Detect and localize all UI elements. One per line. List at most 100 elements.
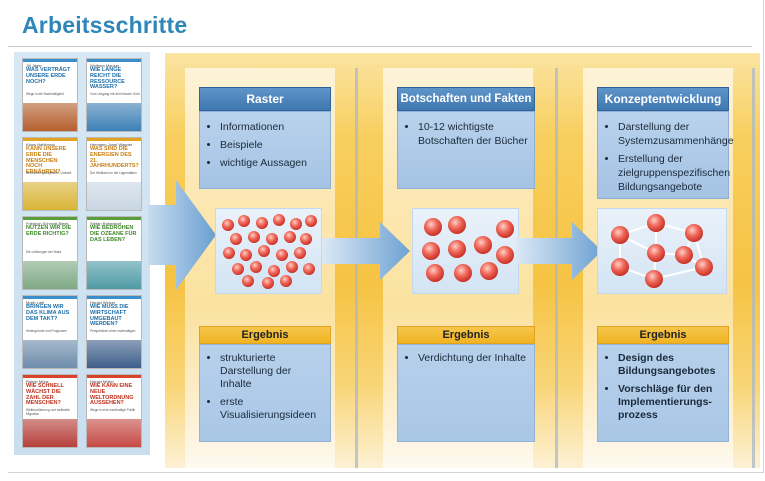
- book-cover-image: [23, 419, 77, 447]
- dot-icon: [474, 236, 492, 254]
- book-cover: Jill JägerWas verträgt unsere Erde noch?…: [22, 58, 78, 132]
- konzept-result-item: Design des Bildungsangebotes: [618, 352, 722, 378]
- book-cover-image: [87, 419, 141, 447]
- dot-icon: [268, 265, 280, 277]
- botschaften-box: 10-12 wichtigste Botschaften der Bücher: [397, 111, 535, 189]
- book-cover-image: [87, 340, 141, 368]
- dot-icon: [248, 231, 260, 243]
- column-divider: [752, 68, 755, 468]
- book-author: Jill Jäger: [26, 63, 42, 68]
- column-divider: [555, 68, 558, 468]
- book-subtitle: Bevölkerungsexplosion, Umwelt: [26, 171, 72, 175]
- book-title: Wie lange reicht die Ressource Wasser?: [90, 67, 125, 91]
- raster-item: Beispiele: [220, 138, 324, 152]
- dot-icon: [258, 245, 270, 257]
- book-cover: Klaus HahlbrockKann unsere Erde die Mens…: [22, 137, 78, 211]
- book-title: Bringen wir das Klima aus dem Takt?: [26, 304, 70, 322]
- dot-icon: [266, 233, 278, 245]
- raster-header: Raster: [199, 87, 331, 111]
- dot-icon: [611, 258, 629, 276]
- dot-icon: [286, 261, 298, 273]
- book-author: Hermann-Josef Wagner: [90, 142, 133, 147]
- book-cover-image: [23, 182, 77, 210]
- arrow-right-icon: [516, 222, 602, 280]
- dot-icon: [290, 218, 302, 230]
- dot-icon: [242, 275, 254, 287]
- dot-icon: [276, 249, 288, 261]
- dot-icon: [426, 264, 444, 282]
- column-divider: [355, 68, 358, 468]
- konzept-visual: [597, 208, 727, 294]
- book-cover: Mojib LatifBringen wir das Klima aus dem…: [22, 295, 78, 369]
- dot-icon: [647, 214, 665, 232]
- dot-icon: [454, 264, 472, 282]
- book-cover: Rainer MünzWie schnell wächst die Zahl d…: [22, 374, 78, 448]
- raster-box: Informationen Beispiele wichtige Aussage…: [199, 111, 331, 189]
- raster-result-box: strukturierte Darstellung der Inhalte er…: [199, 344, 331, 442]
- book-subtitle: Wege in die Nachhaltigkeit: [26, 92, 64, 96]
- dot-icon: [280, 275, 292, 287]
- book-title: Wie bedrohen die Ozeane für das Leben?: [90, 225, 137, 243]
- dot-icon: [647, 244, 665, 262]
- botschaften-item: 10-12 wichtigste Botschaften der Bücher: [418, 120, 528, 148]
- konzept-result-item: Vorschläge für den Implementierungs-proz…: [618, 383, 722, 422]
- botschaften-visual: [412, 208, 519, 294]
- dot-icon: [611, 226, 629, 244]
- scattered-dots-icon: [222, 214, 317, 289]
- page-frame: [8, 0, 764, 473]
- book-cover-image: [23, 261, 77, 289]
- konzept-header: Konzeptentwicklung: [597, 87, 729, 111]
- dot-icon: [240, 249, 252, 261]
- dot-icon: [294, 247, 306, 259]
- book-color-bar: [23, 138, 77, 141]
- dot-icon: [305, 215, 317, 227]
- book-cover: Wolfram MauserWie lange reicht die Resso…: [86, 58, 142, 132]
- book-author: Stefan Rahmstorf: [90, 221, 122, 226]
- dot-icon: [695, 258, 713, 276]
- book-cover-image: [23, 340, 77, 368]
- raster-result-header: Ergebnis: [199, 326, 331, 344]
- book-subtitle: Die Leistungen der Natur: [26, 250, 62, 254]
- book-subtitle: Perspektiven einer nachhaltigen: [90, 329, 136, 333]
- book-author: Harald Welzer: [90, 300, 116, 305]
- konzept-item: Darstellung der Systemzusammenhänge: [618, 120, 734, 148]
- konzept-result-header: Ergebnis: [597, 326, 729, 344]
- book-color-bar: [23, 296, 77, 299]
- dot-icon: [645, 270, 663, 288]
- dot-icon: [273, 214, 285, 226]
- network-icon: [611, 214, 713, 288]
- book-cover-image: [87, 261, 141, 289]
- dot-icon: [238, 215, 250, 227]
- dot-icon: [448, 240, 466, 258]
- book-color-bar: [23, 59, 77, 62]
- book-author: Wolfram Mauser: [90, 63, 120, 68]
- book-color-bar: [87, 296, 141, 299]
- raster-visual: [215, 208, 322, 294]
- book-cover: Friedrich Schmidt-BleekNutzen wir die Er…: [22, 216, 78, 290]
- book-color-bar: [87, 138, 141, 141]
- book-cover: Harald WelzerWie muss die Wirtschaft umg…: [86, 295, 142, 369]
- botschaften-result-header: Ergebnis: [397, 326, 535, 344]
- title-divider: [8, 46, 752, 47]
- book-title: Nutzen wir die Erde richtig?: [26, 225, 72, 237]
- raster-result-item: strukturierte Darstellung der Inhalte: [220, 352, 324, 391]
- dot-icon: [256, 217, 268, 229]
- dot-icon: [424, 218, 442, 236]
- book-color-bar: [23, 375, 77, 378]
- book-subtitle: Der Wettlauf um die Lagerstätten: [90, 171, 137, 175]
- konzept-item: Erstellung der zielgruppenspezifischen B…: [618, 152, 730, 194]
- dot-icon: [262, 277, 274, 289]
- botschaften-result-item: Verdichtung der Inhalte: [418, 352, 528, 365]
- book-color-bar: [23, 217, 77, 220]
- dot-icon: [303, 263, 315, 275]
- dot-icon: [480, 262, 498, 280]
- book-cover: Stefan RahmstorfWie bedrohen die Ozeane …: [86, 216, 142, 290]
- book-author: Rainer Münz: [26, 379, 49, 384]
- book-author: Friedrich Schmidt-Bleek: [26, 221, 69, 226]
- dot-icon: [448, 216, 466, 234]
- dot-icon: [675, 246, 693, 264]
- book-title: Wie kann eine neue Weltordnung aussehen?: [90, 383, 134, 407]
- book-title: Was verträgt unsere Erde noch?: [26, 67, 71, 85]
- book-cover: Harald MüllerWie kann eine neue Weltordn…: [86, 374, 142, 448]
- book-cover-image: [87, 182, 141, 210]
